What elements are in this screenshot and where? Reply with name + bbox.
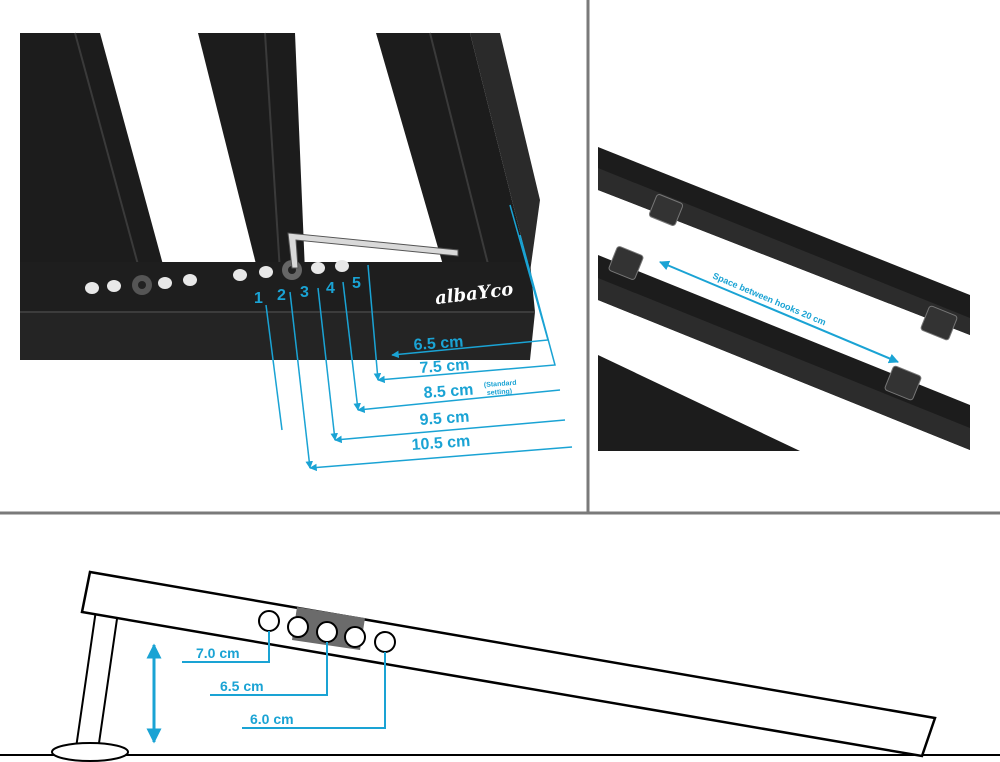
profile-hole (287, 616, 309, 638)
leader-hole-1 (265, 304, 283, 431)
leader-9-5 (317, 287, 338, 441)
hook-spacing-arrow (659, 260, 899, 364)
leg-foot (51, 742, 129, 762)
standard-note-line1: (Standard (484, 380, 517, 389)
leader-7-5 (367, 264, 382, 381)
bar-hole (233, 269, 247, 281)
hole-number-4: 4 (326, 280, 335, 297)
leader-8-5-h (357, 389, 561, 414)
profile-hole (344, 626, 366, 648)
measurement-10-5: 10.5 cm (411, 433, 471, 454)
hole-number-5: 5 (352, 275, 361, 292)
rail-highlight (264, 32, 281, 273)
allen-key-icon (287, 232, 459, 269)
pedalboard-profile (80, 570, 937, 758)
frame-edge-right (470, 33, 540, 272)
leader-7-0 (182, 631, 270, 663)
measurement-7-5: 7.5 cm (419, 357, 470, 377)
standard-note-line2: setting) (487, 388, 513, 397)
leader-9-5-h (334, 419, 566, 444)
frame-rail-left (20, 33, 165, 272)
bar-hole (85, 282, 99, 294)
front-bar-lower (20, 312, 535, 360)
hook-mid-left (608, 246, 644, 280)
leader-7-5-h (377, 234, 556, 384)
measurement-9-5: 9.5 cm (419, 409, 470, 429)
profile-hole (258, 610, 280, 632)
hole-number-2: 2 (277, 287, 286, 304)
profile-hole (316, 621, 338, 643)
bar-hole (259, 266, 273, 278)
frame-rail-middle (198, 33, 305, 272)
measurement-leaders (265, 204, 573, 472)
screw-head-center (138, 281, 146, 289)
front-bar (20, 262, 535, 312)
leader-8-5 (342, 281, 361, 411)
leader-6-0 (242, 652, 386, 729)
height-label-7-0: 7.0 cm (196, 645, 240, 661)
bottom-rail (598, 355, 800, 451)
hook-top-left (648, 194, 684, 226)
profile-hole (374, 631, 396, 653)
measurement-8-5: 8.5 cm (423, 382, 474, 402)
bar-hole (311, 262, 325, 274)
rail-highlight (429, 32, 491, 273)
hooks-panel: Space between hooks 20 cm (598, 145, 970, 451)
hole-number-1: 1 (254, 290, 263, 307)
bar-hole (183, 274, 197, 286)
bar-hole (335, 260, 349, 272)
leader-10-5 (289, 291, 313, 469)
leader-10-5-h (309, 446, 573, 472)
height-leaders (182, 631, 386, 729)
hole-number-3: 3 (300, 284, 309, 301)
adjustment-holes (85, 260, 349, 294)
height-label-6-5: 6.5 cm (220, 678, 264, 694)
frame-rail-right (376, 33, 530, 272)
rail-highlight (74, 32, 141, 273)
leader-6-5-profile (210, 642, 328, 696)
measurement-6-5: 6.5 cm (413, 334, 464, 354)
support-leg (74, 608, 120, 752)
side-profile-panel: 7.0 cm 6.5 cm 6.0 cm (0, 570, 1000, 762)
bar-hole (107, 280, 121, 292)
hook-top-right (920, 305, 958, 341)
hook-mid-right (884, 365, 922, 401)
height-label-6-0: 6.0 cm (250, 711, 294, 727)
frame-closeup-panel: albaYco 1 2 3 4 5 6.5 cm 7.5 cm (20, 32, 573, 472)
bar-hole (158, 277, 172, 289)
